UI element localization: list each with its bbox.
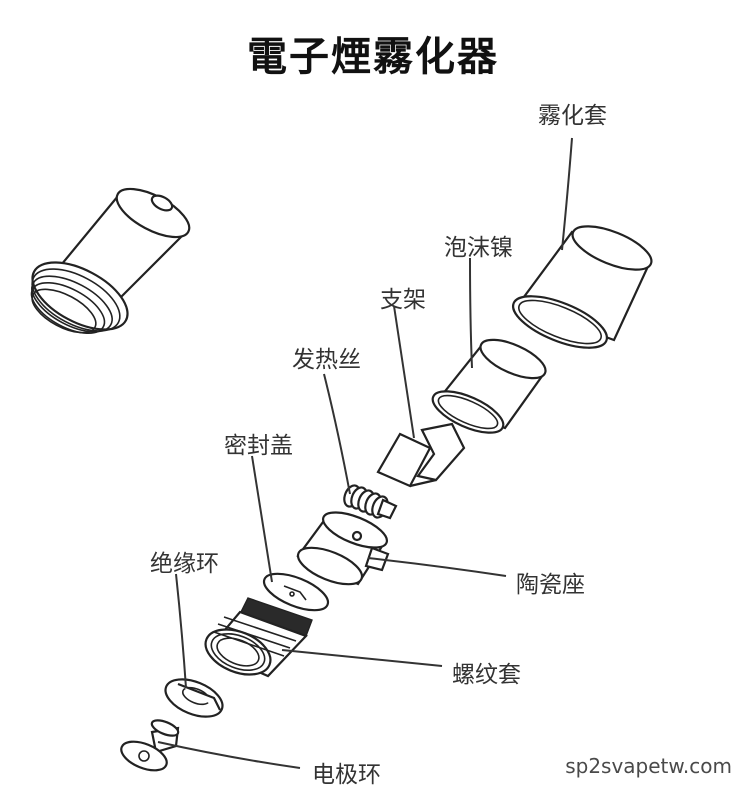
leader-atomizer-sleeve	[561, 137, 573, 251]
insulation-ring-part	[164, 678, 224, 718]
label-heating-wire: 发热丝	[292, 347, 361, 373]
leader-thread-sleeve	[281, 649, 443, 667]
label-insulation-ring: 绝缘环	[150, 551, 219, 577]
watermark: sp2svapetw.com	[565, 754, 732, 778]
label-thread-sleeve: 螺纹套	[452, 662, 521, 688]
leader-electrode-ring	[157, 741, 301, 769]
label-bracket: 支架	[380, 287, 426, 313]
label-electrode-ring: 电极环	[312, 762, 381, 788]
foam-nickel-part	[431, 338, 547, 434]
thread-sleeve-part	[204, 597, 313, 678]
leader-bracket	[393, 305, 415, 439]
atomizer-sleeve-part	[511, 225, 653, 349]
label-atomizer-sleeve: 霧化套	[538, 103, 607, 129]
seal-cap-part	[262, 572, 330, 612]
leader-foam-nickel	[469, 257, 473, 369]
electrode-ring-part	[120, 719, 180, 772]
label-seal-cap: 密封盖	[224, 433, 293, 459]
label-foam-nickel: 泡沫镍	[444, 235, 513, 261]
leader-insulation-ring	[175, 573, 187, 689]
leader-ceramic-base	[367, 557, 507, 577]
label-ceramic-base: 陶瓷座	[516, 572, 585, 598]
leader-seal-cap	[251, 455, 273, 583]
ceramic-base-part	[296, 511, 390, 586]
heating-wire-part	[343, 484, 398, 520]
bracket-part	[376, 422, 466, 488]
page-title: 電子煙霧化器	[247, 34, 499, 80]
assembled-atomizer	[30, 187, 191, 334]
leader-heating-wire	[323, 373, 351, 495]
